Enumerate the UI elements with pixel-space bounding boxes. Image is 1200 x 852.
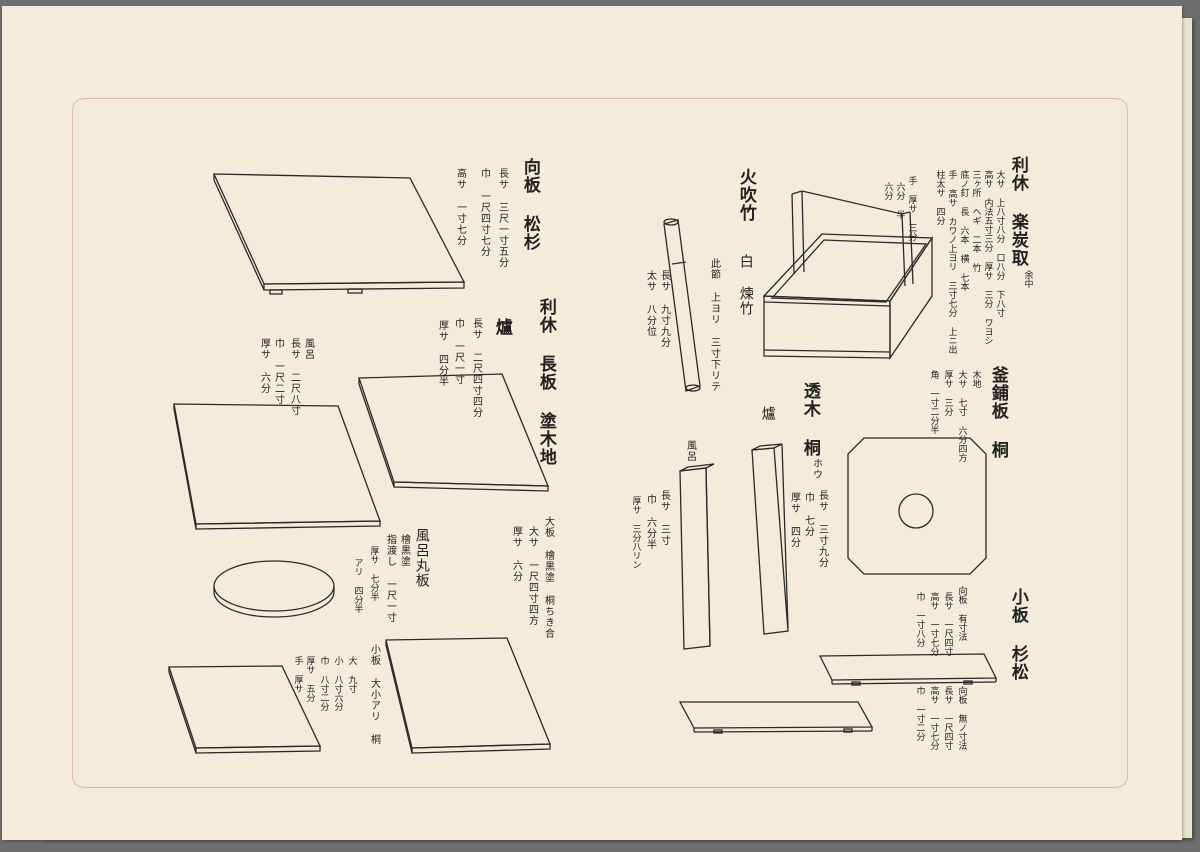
ooita-title: 大板 檜黒塗 桐ちき合: [542, 516, 554, 639]
hifukidake-material: 白 煉竹: [737, 254, 754, 316]
sumitori-line-6: 柱太サ 四分: [934, 170, 945, 225]
hifukidake-node: 此節 上ヨリ 三寸下リテ: [708, 258, 720, 392]
hifukidake-drawing: [663, 218, 701, 392]
ro-title: 爐: [491, 318, 512, 336]
sukiki-title: 透木 桐: [799, 382, 820, 457]
sumitori-te-1: 手 厚サ 三分: [906, 176, 917, 241]
furo-length: 長サ 二尺八寸: [288, 338, 300, 416]
sukiki-ro-drawing: [751, 443, 789, 635]
hifukidake-title: 火吹竹: [735, 168, 756, 222]
kamashiki-material: 木地: [970, 370, 981, 388]
sukiki-width-furo: 巾 六分半: [644, 494, 656, 550]
sumitori-line-1: 大サ 上八寸八分 口八分 下八寸: [994, 170, 1005, 317]
ooita-drawing: [385, 637, 551, 754]
ro-thickness: 厚サ 四分半: [436, 320, 448, 387]
furo-title: 風呂: [302, 338, 314, 360]
hifukidake-length: 長サ 九寸九分: [658, 270, 670, 348]
koita-dai: 大 九寸: [346, 656, 357, 693]
furomaru-diameter: 指渡し 一尺一寸: [384, 534, 396, 623]
koita-b-2: 長サ 一尺四寸: [942, 686, 953, 750]
book-page: 向板 松杉 長サ 三尺一寸五分 巾 一尺四寸七分 高サ 一寸七分 利休 長板 塗…: [2, 6, 1182, 840]
koita-b-3: 高サ 一寸七分: [928, 686, 939, 750]
furomaru-thickness: 厚サ 七分半: [368, 546, 379, 601]
nagaita-ro-drawing: [358, 373, 549, 492]
furo-thickness: 厚サ 六分: [258, 338, 270, 394]
sumitori-line-3: 三ヶ所 ヘギ 二本 竹: [970, 170, 981, 272]
sumitori-line-4: 底ノ釘 長 六本 横 七本: [958, 170, 969, 291]
ro-width: 巾 一尺一寸: [452, 318, 464, 385]
furomaru-ari: アリ 四分半: [352, 558, 363, 613]
koita-b-4: 巾 一寸二分: [914, 686, 925, 741]
furo-width: 巾 一尺二寸: [272, 338, 284, 405]
koita-a-4: 巾 一寸八分: [914, 592, 925, 647]
furomaru-material: 檜黒塗: [398, 534, 410, 567]
mukouita-drawing: [212, 173, 466, 295]
sumitori-te-2: 六分 半: [894, 182, 905, 219]
mukouita-width: 巾 一尺四寸七分: [478, 168, 490, 257]
ooita-thickness: 厚サ 六分: [510, 526, 522, 582]
sukiki-furo-drawing: [679, 463, 715, 650]
koita-sho: 小 八寸六分: [332, 656, 343, 711]
koita-a-1: 向板 有寸法: [956, 586, 967, 641]
sukiki-length-furo: 長サ 三寸: [658, 490, 670, 546]
sukiki-thickness-ro: 厚サ 四分: [788, 492, 800, 548]
sumitori-te-3: 六分: [882, 182, 893, 200]
sumitori-line-5: 手 高サ カワノ上ヨリ 三寸七分 上ニ出: [946, 170, 957, 354]
illustrations: [168, 173, 998, 754]
ooita-size: 大サ 一尺四寸四方: [526, 526, 538, 626]
kamashiki-corner: 角 一寸二分半: [928, 370, 939, 434]
sukiki-length-ro: 長サ 三寸九分: [816, 490, 828, 568]
sukiki-ro: 爐: [759, 406, 776, 421]
page-frame: [72, 98, 1128, 788]
kamashiki-title: 釜鋪板 桐: [987, 366, 1008, 459]
furo-maruita-drawing: [213, 560, 335, 618]
kamashiki-size: 大サ 七寸 六分四方: [956, 370, 967, 462]
koita-title: 小板 杉松: [1007, 588, 1028, 681]
kamashiki-thickness: 厚サ 三分: [942, 370, 953, 416]
ro-length: 長サ 二尺四寸四分: [470, 318, 482, 418]
koita-width: 巾 八寸二分: [318, 656, 329, 711]
kamashiki-drawing: [847, 437, 987, 575]
mukouita-title: 向板 松杉: [519, 158, 540, 251]
sumitori-note: 余中: [1022, 270, 1033, 288]
koita-drawing: [168, 665, 322, 754]
koita-a-2: 長サ 一尺四寸: [942, 592, 953, 656]
koita-sugi-drawing: [818, 653, 998, 686]
furomaru-title: 風呂丸板: [413, 528, 430, 588]
koita-b-1: 向板 無ノ寸法: [956, 686, 967, 750]
mukouita-length: 長サ 三尺一寸五分: [496, 168, 508, 268]
sumitori-drawing: [762, 190, 934, 361]
sumitori-title: 利休 楽炭取: [1007, 156, 1028, 267]
sukiki-hou: ホウ: [810, 458, 822, 480]
koita-matsu-drawing: [678, 701, 874, 734]
koita-thickness: 厚サ 五分: [304, 656, 315, 702]
sukiki-thickness-furo: 厚サ 三分八リン: [630, 496, 641, 569]
koita-a-3: 高サ 一寸七分: [928, 592, 939, 656]
koita-small-title: 小板 大小アリ 桐: [368, 644, 380, 745]
sukiki-width-ro: 巾 七分: [802, 492, 814, 537]
nagaita-title: 利休 長板 塗木地: [535, 298, 556, 466]
nagaita-furo-drawing: [173, 403, 381, 530]
koita-te: 手 厚サ: [292, 656, 303, 693]
hifukidake-thickness: 太サ 八分位: [644, 270, 656, 337]
mukouita-height: 高サ 一寸七分: [454, 168, 466, 246]
sukiki-furo: 風呂: [684, 440, 696, 462]
sumitori-line-2: 高サ 内法五寸三分 厚サ 三分 ワヨシ: [982, 170, 993, 345]
